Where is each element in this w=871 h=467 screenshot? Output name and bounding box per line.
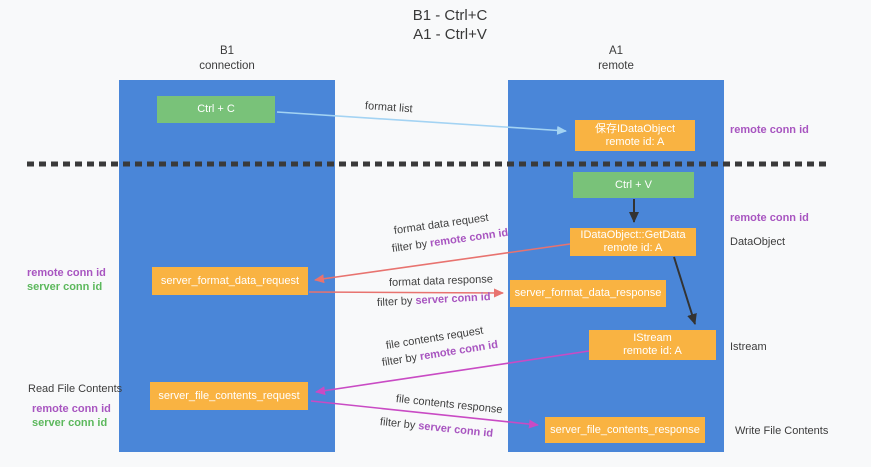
title-line-2: A1 - Ctrl+V [413, 26, 487, 43]
istream-annotation: Istream [730, 341, 767, 353]
server-format-data-request-box: server_format_data_request [152, 267, 308, 295]
save-dataobject-line1: 保存IDataObject [594, 122, 676, 135]
left-column-name: B1 [219, 45, 235, 57]
dataobject-annotation: DataObject [730, 236, 786, 248]
save-dataobject-box: 保存IDataObject remote id: A [575, 120, 695, 151]
left-remote-conn-id-label-2: remote conn id [32, 403, 111, 415]
getdata-line1: IDataObject::GetData [580, 229, 686, 241]
right-remote-conn-id-label-2: remote conn id [730, 212, 809, 224]
istream-line2: remote id: A [623, 345, 682, 357]
left-remote-conn-id-label-1: remote conn id [27, 267, 106, 279]
getdata-line2: remote id: A [603, 242, 663, 254]
left-server-conn-id-label-2: server conn id [32, 417, 108, 429]
left-conn-id-block-lower: remote conn id server conn id [32, 402, 111, 430]
istream-line1: IStream [633, 332, 672, 344]
left-column-role: connection [199, 60, 255, 72]
left-column-header: B1 connection [119, 44, 335, 74]
server-file-contents-request-label: server_file_contents_request [158, 389, 300, 402]
format-data-response-arrow-label: format data response [388, 273, 494, 289]
right-column-role: remote [598, 60, 634, 72]
filter-by-prefix: filter by [381, 351, 418, 369]
server-format-data-response-box: server_format_data_response [510, 280, 666, 307]
right-remote-conn-id-label-1: remote conn id [730, 124, 809, 136]
ctrl-c-step-box: Ctrl + C [157, 96, 275, 123]
server-file-contents-response-label: server_file_contents_response [550, 423, 700, 436]
save-dataobject-line2: remote id: A [605, 135, 665, 148]
ctrl-c-label: Ctrl + C [197, 103, 235, 115]
title-line-1: B1 - Ctrl+C [412, 7, 488, 24]
server-format-data-request-label: server_format_data_request [160, 274, 300, 287]
right-column-name: A1 [608, 45, 624, 57]
server-conn-id-value: server conn id [415, 291, 491, 307]
server-file-contents-response-box: server_file_contents_response [545, 417, 705, 443]
diagram-title: B1 - Ctrl+C A1 - Ctrl+V [300, 6, 600, 44]
ctrl-v-step-box: Ctrl + V [573, 172, 694, 198]
file-contents-response-arrow-label: file contents response [395, 393, 504, 417]
format-list-arrow-label: format list [364, 100, 413, 116]
read-file-contents-annotation: Read File Contents [28, 383, 123, 395]
filter-by-prefix: filter by [379, 416, 416, 432]
getdata-box: IDataObject::GetData remote id: A [570, 228, 696, 256]
write-file-contents-annotation: Write File Contents [735, 425, 829, 437]
left-conn-id-block-upper: remote conn id server conn id [27, 266, 106, 294]
server-file-contents-request-box: server_file_contents_request [150, 382, 308, 410]
filter-by-prefix: filter by [391, 238, 428, 255]
left-server-conn-id-label-1: server conn id [27, 281, 103, 293]
ctrl-v-label: Ctrl + V [615, 178, 652, 191]
istream-box: IStream remote id: A [589, 330, 716, 360]
filter-by-prefix: filter by [376, 295, 413, 309]
server-conn-id-value: server conn id [417, 420, 494, 440]
server-format-data-response-label: server_format_data_response [514, 287, 662, 299]
right-column-header: A1 remote [508, 44, 724, 74]
